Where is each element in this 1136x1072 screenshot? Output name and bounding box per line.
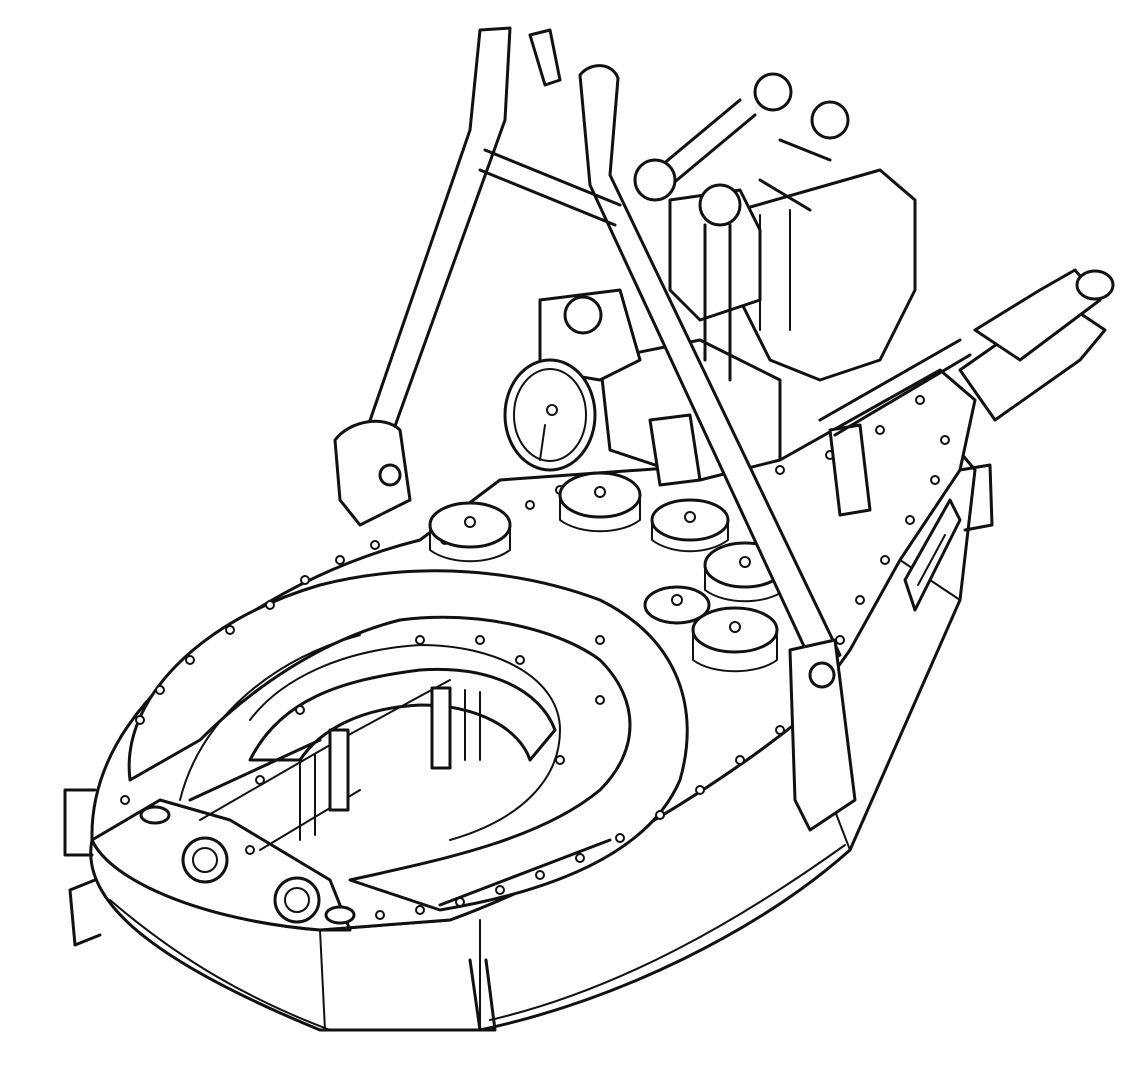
nameplate <box>903 498 962 612</box>
bolt-hole <box>615 833 625 843</box>
bolt-hole <box>185 655 195 665</box>
bolt-hole <box>295 705 305 715</box>
bolt-hole <box>370 540 380 550</box>
bolt-hole <box>595 635 605 645</box>
bolt-hole <box>135 715 145 725</box>
gate-handles <box>63 463 994 1032</box>
bolt-hole <box>255 775 265 785</box>
bolt-hole <box>455 897 465 907</box>
gear-caps <box>428 471 787 673</box>
bolt-hole <box>335 555 345 565</box>
bolt-hole <box>930 475 940 485</box>
bolt-hole <box>905 515 915 525</box>
bolt-hole <box>940 435 950 445</box>
bolt-hole <box>695 785 705 795</box>
bolt-hole <box>735 755 745 765</box>
bolt-hole <box>245 845 255 855</box>
bolt-hole <box>875 425 885 435</box>
bolt-hole <box>575 853 585 863</box>
die-insert-center <box>430 686 452 770</box>
bolt-hole <box>555 755 565 765</box>
bolt-hole <box>300 575 310 585</box>
lift-links <box>333 26 857 832</box>
hydraulic-cylinder <box>818 268 1115 437</box>
bolt-hole <box>835 635 845 645</box>
bolt-hole <box>265 600 275 610</box>
bolt-hole <box>595 695 605 705</box>
bolt-hole <box>775 465 785 475</box>
bolt-hole <box>880 555 890 565</box>
rotary-ring <box>127 569 689 912</box>
bolt-hole <box>535 870 545 880</box>
bolt-hole <box>525 500 535 510</box>
bolt-hole <box>155 685 165 695</box>
hydraulic-motor <box>503 72 917 517</box>
bolt-hole <box>120 795 130 805</box>
bolt-hole <box>225 625 235 635</box>
bolt-hole <box>475 635 485 645</box>
bolt-hole <box>655 810 665 820</box>
bolt-hole <box>495 885 505 895</box>
bolt-hole <box>515 655 525 665</box>
bolt-hole <box>855 595 865 605</box>
bolt-hole <box>915 395 925 405</box>
hinge-rosettes <box>139 805 356 925</box>
bolt-hole <box>375 910 385 920</box>
bolt-hole <box>415 635 425 645</box>
die-insert-left <box>328 728 350 812</box>
bolt-hole <box>775 725 785 735</box>
bolt-hole <box>415 905 425 915</box>
